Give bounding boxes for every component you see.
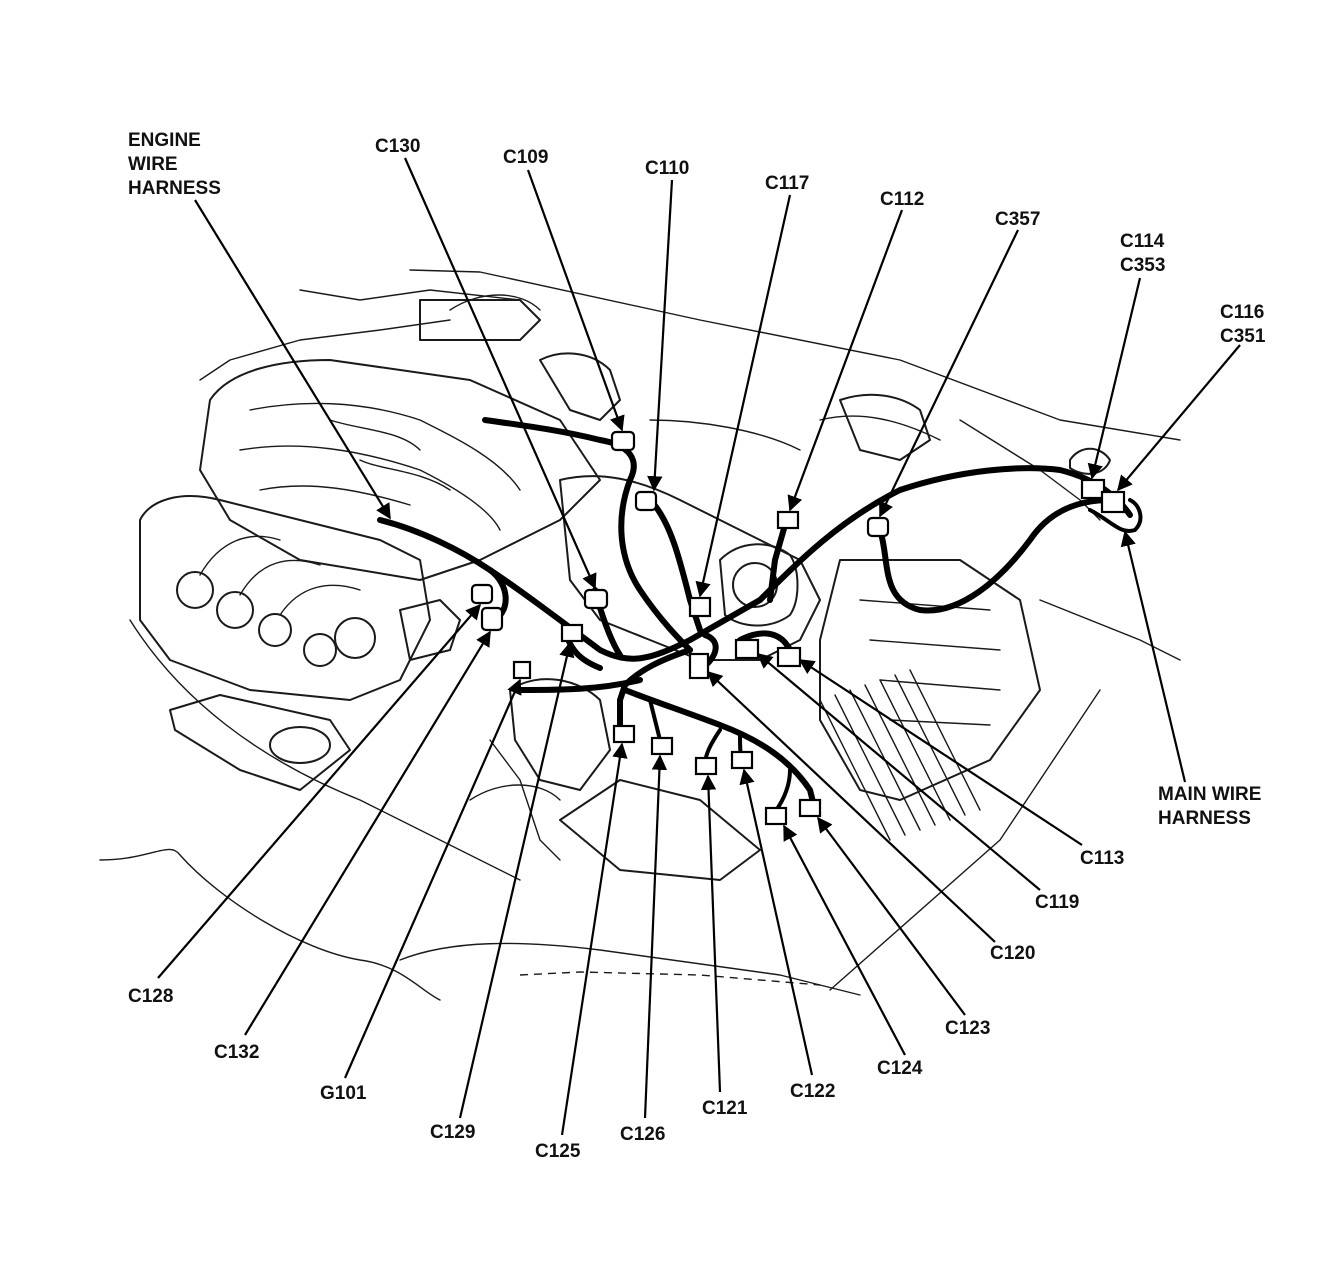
engine-outline — [99, 269, 1181, 1001]
label-main-wire-harness-line1: MAIN WIRE — [1158, 784, 1261, 805]
leader-main-harness — [1120, 530, 1187, 783]
connector-c129 — [560, 623, 584, 643]
label-c116-c351: C116 C351 — [1220, 302, 1270, 347]
leader-c109 — [526, 169, 625, 432]
label-c357: C357 — [995, 209, 1040, 230]
leader-c122 — [739, 768, 814, 1076]
leader-c119 — [756, 653, 1041, 891]
label-c114: C114 — [1120, 231, 1165, 252]
label-c124: C124 — [877, 1058, 923, 1079]
connector-c117 — [688, 596, 712, 618]
leader-c117 — [695, 194, 792, 598]
connector-c114 — [1080, 478, 1106, 500]
grille-pattern — [819, 669, 981, 841]
leader-engine-harness — [194, 199, 391, 520]
label-c125: C125 — [535, 1141, 581, 1162]
leader-g101 — [343, 678, 522, 1079]
connector-c110 — [634, 490, 658, 512]
label-c113: C113 — [1080, 848, 1124, 869]
connector-c126 — [650, 736, 674, 756]
connector-c132 — [480, 606, 504, 632]
leader-c125 — [560, 742, 628, 1136]
label-c353: C353 — [1120, 255, 1165, 276]
connector-c121 — [694, 756, 718, 776]
label-c128: C128 — [128, 986, 173, 1007]
label-main-wire-harness-line2: HARNESS — [1158, 808, 1251, 829]
leader-c132 — [244, 630, 491, 1036]
leader-c120 — [706, 670, 996, 943]
label-c130: C130 — [375, 136, 420, 157]
label-c114-c353: C114 C353 — [1120, 231, 1170, 276]
leader-c110 — [647, 179, 674, 492]
leader-c130 — [403, 157, 597, 590]
label-engine-wire-harness-line2: WIRE — [128, 154, 178, 175]
label-c123: C123 — [945, 1018, 990, 1039]
leader-c116 — [1117, 344, 1241, 492]
connector-c109 — [610, 430, 636, 452]
label-c116: C116 — [1220, 302, 1264, 323]
connector-c123 — [798, 798, 822, 818]
leader-c128 — [157, 603, 482, 979]
label-c112: C112 — [880, 189, 924, 210]
leader-c121 — [700, 774, 722, 1093]
connector-c122 — [730, 750, 754, 770]
connector-c124 — [764, 806, 788, 826]
label-g101: G101 — [320, 1083, 367, 1104]
label-c129: C129 — [430, 1122, 475, 1143]
leader-c357 — [879, 229, 1019, 518]
connector-g101 — [512, 660, 532, 680]
connector-c128 — [470, 583, 494, 605]
label-c132: C132 — [214, 1042, 259, 1063]
connector-c113 — [776, 646, 802, 668]
label-engine-wire-harness: ENGINE WIRE HARNESS — [128, 130, 221, 199]
connector-c119 — [734, 638, 760, 660]
leader-c112 — [787, 209, 904, 512]
leader-c114 — [1087, 277, 1142, 480]
label-main-wire-harness: MAIN WIRE HARNESS — [1158, 784, 1267, 829]
leader-c126 — [643, 754, 668, 1119]
label-c120: C120 — [990, 943, 1035, 964]
leader-lines — [157, 157, 1241, 1136]
connector-c125 — [612, 724, 636, 744]
label-engine-wire-harness-line3: HARNESS — [128, 178, 221, 199]
label-c121: C121 — [702, 1098, 748, 1119]
label-c109: C109 — [503, 147, 548, 168]
connector-c112 — [776, 510, 800, 530]
leader-c124 — [783, 824, 906, 1056]
label-c110: C110 — [645, 158, 689, 179]
label-c117: C117 — [765, 173, 809, 194]
connector-c357 — [866, 516, 890, 538]
leader-c129 — [458, 641, 575, 1119]
label-engine-wire-harness-line1: ENGINE — [128, 130, 201, 151]
callout-labels: ENGINE WIRE HARNESS C130 C109 C110 C117 … — [128, 130, 1270, 1162]
leader-c113 — [798, 659, 1083, 846]
label-c119: C119 — [1035, 892, 1079, 913]
label-c351: C351 — [1220, 326, 1266, 347]
leader-c123 — [817, 816, 966, 1016]
connector-c120 — [688, 652, 710, 680]
label-c126: C126 — [620, 1124, 665, 1145]
connectors — [470, 430, 1126, 826]
connector-c130 — [583, 588, 609, 610]
connector-c116 — [1100, 490, 1126, 514]
label-c122: C122 — [790, 1081, 835, 1102]
